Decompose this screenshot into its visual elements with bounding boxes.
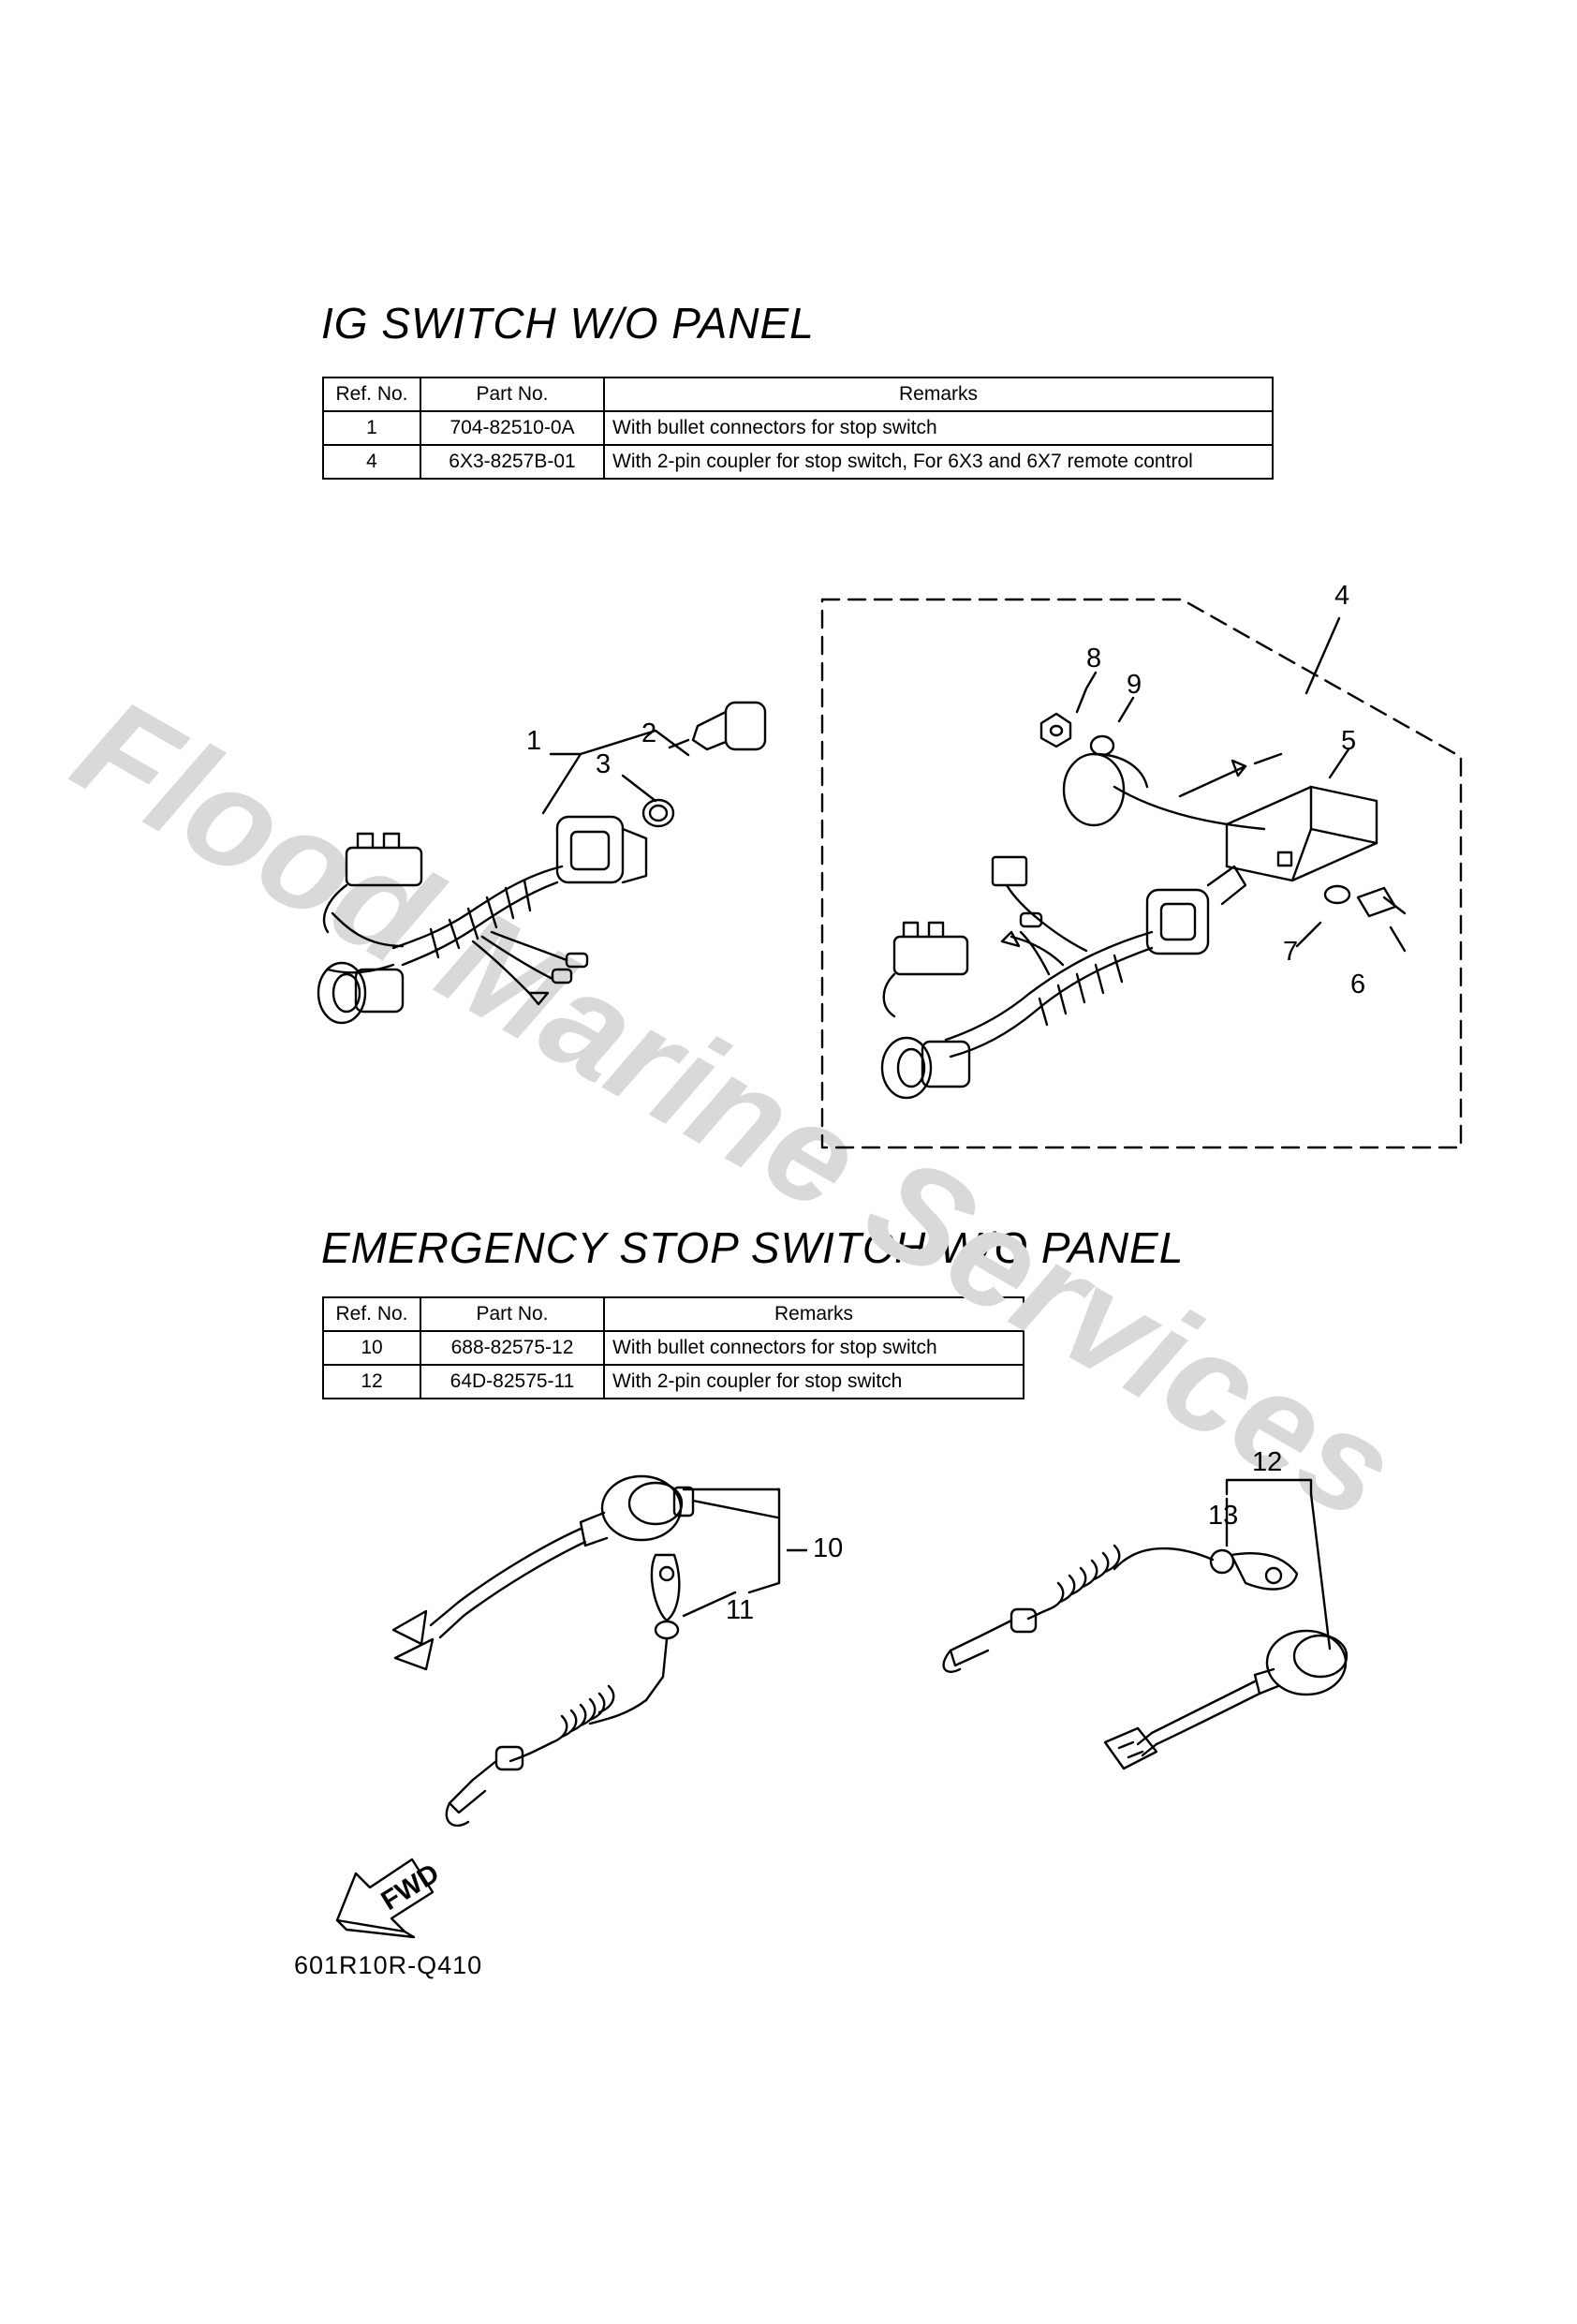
fwd-label: FWD (376, 1858, 445, 1917)
part-cell: 64D-82575-11 (420, 1364, 605, 1399)
stop-switch-12-drawing (942, 1478, 1349, 1770)
ref-cell: 12 (322, 1364, 421, 1399)
header-remarks: Remarks (603, 1296, 1024, 1332)
fwd-arrow-icon (335, 1858, 435, 1939)
header-ref: Ref. No. (322, 1296, 421, 1332)
callout-13: 13 (1208, 1501, 1238, 1531)
callout-1: 1 (526, 726, 541, 756)
stop-switch-parts-table: Ref. No. Part No. Remarks 10 688-82575-1… (322, 1296, 1024, 1399)
table-row: 1 704-82510-0A With bullet connectors fo… (322, 410, 1274, 446)
ref-cell: 4 (322, 444, 421, 480)
kit-4-boundary (820, 598, 1463, 1149)
part-cell: 6X3-8257B-01 (420, 444, 605, 480)
remarks-cell: With 2-pin coupler for stop switch, For … (603, 444, 1274, 480)
part-cell: 704-82510-0A (420, 410, 605, 446)
callout-11: 11 (726, 1595, 754, 1625)
remarks-cell: With 2-pin coupler for stop switch (603, 1364, 1024, 1399)
remarks-cell: With bullet connectors for stop switch (603, 1330, 1024, 1366)
header-remarks: Remarks (603, 377, 1274, 412)
part-cell: 688-82575-12 (420, 1330, 605, 1366)
ig-switch-parts-table: Ref. No. Part No. Remarks 1 704-82510-0A… (322, 377, 1274, 480)
callout-8: 8 (1086, 644, 1101, 674)
ref-cell: 10 (322, 1330, 421, 1366)
section1-title: IG SWITCH W/O PANEL (321, 299, 815, 348)
panel-kit-drawing (880, 671, 1407, 1100)
header-ref: Ref. No. (322, 377, 421, 412)
watermark-text: Flood Marine Services (51, 667, 1421, 1549)
callout-10: 10 (813, 1533, 843, 1563)
callout-4: 4 (1334, 581, 1349, 611)
diagram-code: 601R10R-Q410 (294, 1951, 483, 1979)
remarks-cell: With bullet connectors for stop switch (603, 410, 1274, 446)
table-row: 12 64D-82575-11 With 2-pin coupler for s… (322, 1364, 1024, 1399)
table-header-row: Ref. No. Part No. Remarks (322, 1296, 1024, 1332)
table-row: 10 688-82575-12 With bullet connectors f… (322, 1330, 1024, 1366)
table-header-row: Ref. No. Part No. Remarks (322, 377, 1274, 412)
header-part: Part No. (420, 377, 605, 412)
ref-cell: 1 (322, 410, 421, 446)
callout-9: 9 (1127, 670, 1142, 700)
stop-switch-10-drawing (391, 1474, 781, 1828)
callout-7: 7 (1283, 937, 1298, 967)
header-part: Part No. (420, 1296, 605, 1332)
section2-title: EMERGENCY STOP SWITCH W/O PANEL (321, 1223, 1185, 1272)
callout-5: 5 (1341, 726, 1356, 756)
table-row: 4 6X3-8257B-01 With 2-pin coupler for st… (322, 444, 1274, 480)
callout-2: 2 (641, 718, 656, 748)
callout-6: 6 (1350, 970, 1365, 999)
ig-switch-harness-drawing (317, 701, 767, 1025)
callout-12: 12 (1252, 1447, 1282, 1477)
callout-3: 3 (596, 749, 611, 779)
